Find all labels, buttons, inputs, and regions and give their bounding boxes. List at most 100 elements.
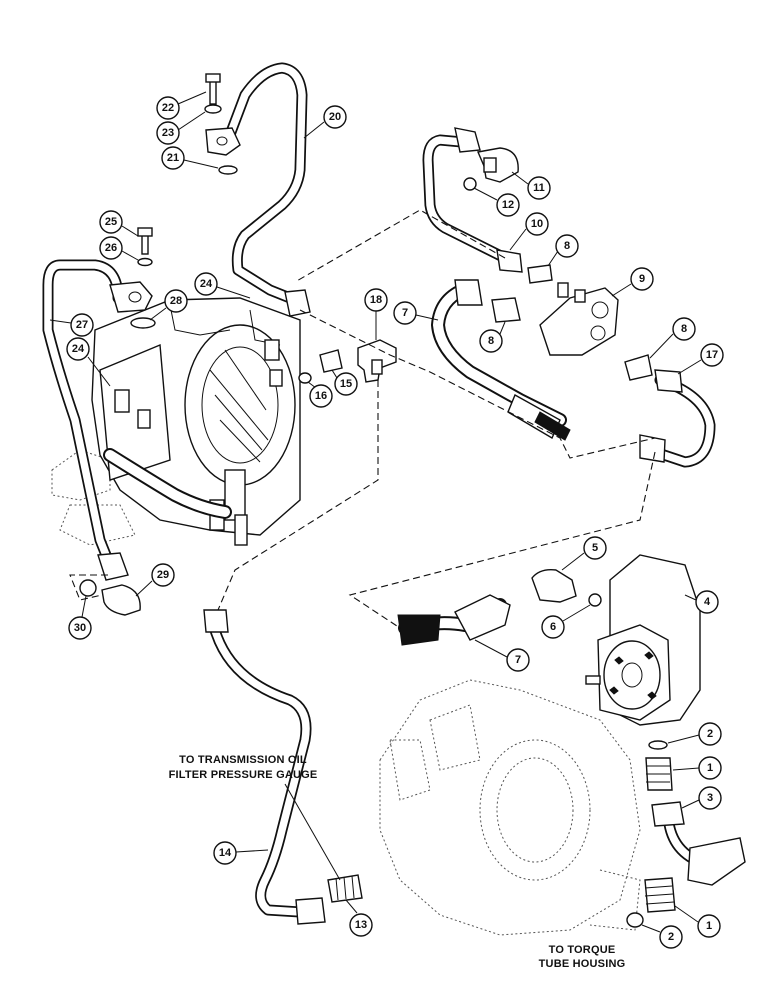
callout-21: 21 bbox=[161, 146, 219, 170]
fitting-8-a bbox=[527, 264, 553, 284]
svg-text:9: 9 bbox=[639, 273, 645, 285]
callout-26: 26 bbox=[99, 236, 139, 261]
callout-23: 23 bbox=[156, 111, 206, 145]
svg-text:5: 5 bbox=[592, 542, 598, 554]
tube-27 bbox=[42, 259, 153, 581]
elbow-5 bbox=[531, 568, 602, 607]
svg-text:FILTER PRESSURE GAUGE: FILTER PRESSURE GAUGE bbox=[169, 769, 318, 781]
transmission-housing-ghost bbox=[379, 679, 641, 936]
bolt-22-assembly bbox=[204, 73, 238, 175]
note-torque-tube: TO TORQUE TUBE HOUSING bbox=[539, 944, 626, 970]
callout-11: 11 bbox=[511, 171, 551, 200]
callout-2-upper: 2 bbox=[667, 722, 722, 746]
callout-24-left: 24 bbox=[66, 337, 111, 387]
svg-text:24: 24 bbox=[72, 343, 85, 355]
valve-hose bbox=[103, 448, 232, 519]
svg-text:18: 18 bbox=[370, 294, 382, 306]
callout-8-right: 8 bbox=[649, 317, 696, 359]
callout-6: 6 bbox=[541, 604, 591, 639]
tee-fitting-18 bbox=[357, 339, 397, 383]
svg-text:24: 24 bbox=[200, 278, 213, 290]
valve-9 bbox=[539, 282, 619, 356]
callout-5: 5 bbox=[561, 536, 607, 571]
note-transmission-gauge: TO TRANSMISSION OIL FILTER PRESSURE GAUG… bbox=[169, 754, 341, 881]
tube-10 bbox=[422, 127, 523, 273]
callout-8-mid: 8 bbox=[479, 321, 506, 353]
callout-3: 3 bbox=[681, 786, 722, 810]
tube-20 bbox=[205, 62, 311, 317]
svg-text:2: 2 bbox=[707, 728, 713, 740]
svg-text:22: 22 bbox=[162, 102, 174, 114]
callout-1-upper: 1 bbox=[672, 756, 722, 780]
callout-24-top: 24 bbox=[194, 272, 251, 299]
fitting-1-upper bbox=[645, 740, 673, 791]
svg-text:TO TRANSMISSION OIL: TO TRANSMISSION OIL bbox=[179, 754, 307, 766]
svg-text:1: 1 bbox=[706, 920, 712, 932]
callout-8-top: 8 bbox=[547, 234, 579, 267]
callout-12: 12 bbox=[473, 187, 520, 217]
fitting-13 bbox=[327, 874, 363, 903]
pump-drive-housing-ghost bbox=[51, 449, 136, 546]
svg-text:30: 30 bbox=[74, 622, 86, 634]
bolt-25-assembly bbox=[130, 227, 156, 329]
callout-15: 15 bbox=[331, 369, 358, 396]
hose-7-upper bbox=[431, 279, 571, 441]
callout-28: 28 bbox=[149, 289, 188, 321]
callout-18: 18 bbox=[364, 288, 388, 340]
plug-15-16 bbox=[298, 349, 343, 384]
callout-4: 4 bbox=[684, 590, 719, 614]
callout-9: 9 bbox=[611, 267, 654, 297]
callout-27: 27 bbox=[49, 313, 94, 337]
dashed-connection-lines bbox=[69, 209, 656, 629]
hose-17 bbox=[639, 369, 716, 468]
svg-text:2: 2 bbox=[668, 931, 674, 943]
svg-text:8: 8 bbox=[488, 335, 494, 347]
svg-text:28: 28 bbox=[170, 295, 182, 307]
tube-14 bbox=[203, 609, 326, 925]
svg-text:26: 26 bbox=[105, 242, 117, 254]
fitting-8-b bbox=[491, 297, 521, 323]
callout-10: 10 bbox=[509, 212, 549, 251]
svg-text:15: 15 bbox=[340, 378, 352, 390]
svg-text:TO TORQUE: TO TORQUE bbox=[549, 944, 616, 956]
callout-1-lower: 1 bbox=[674, 905, 721, 938]
svg-text:8: 8 bbox=[564, 240, 570, 252]
svg-text:11: 11 bbox=[533, 182, 545, 194]
callout-2-lower: 2 bbox=[641, 924, 683, 949]
svg-text:25: 25 bbox=[105, 216, 117, 228]
svg-text:1: 1 bbox=[707, 762, 713, 774]
fitting-1-lower bbox=[626, 877, 676, 928]
hose-7-lower bbox=[397, 594, 511, 646]
svg-text:10: 10 bbox=[531, 218, 543, 230]
svg-text:3: 3 bbox=[707, 792, 713, 804]
svg-text:13: 13 bbox=[355, 919, 367, 931]
svg-text:TUBE HOUSING: TUBE HOUSING bbox=[539, 958, 626, 970]
callout-14: 14 bbox=[213, 841, 269, 865]
elbow-11 bbox=[463, 147, 519, 191]
svg-text:16: 16 bbox=[315, 390, 327, 402]
callout-20: 20 bbox=[303, 105, 347, 139]
pump-4 bbox=[585, 554, 701, 726]
callouts: 22 23 21 20 25 26 bbox=[49, 91, 724, 949]
callout-22: 22 bbox=[156, 91, 207, 120]
callout-13: 13 bbox=[345, 899, 373, 937]
elbow-3 bbox=[651, 801, 746, 886]
svg-text:17: 17 bbox=[706, 349, 718, 361]
svg-text:8: 8 bbox=[681, 323, 687, 335]
fitting-8-c bbox=[624, 354, 653, 381]
callout-29: 29 bbox=[135, 563, 175, 597]
svg-text:21: 21 bbox=[167, 152, 179, 164]
svg-text:4: 4 bbox=[704, 596, 711, 608]
callout-7-top: 7 bbox=[393, 301, 439, 325]
svg-text:7: 7 bbox=[515, 654, 521, 666]
svg-text:27: 27 bbox=[76, 319, 88, 331]
svg-text:23: 23 bbox=[162, 127, 174, 139]
svg-text:12: 12 bbox=[502, 199, 514, 211]
callout-30: 30 bbox=[68, 595, 92, 640]
svg-text:7: 7 bbox=[402, 307, 408, 319]
callout-25: 25 bbox=[99, 210, 139, 237]
callout-16: 16 bbox=[307, 381, 333, 408]
callout-17: 17 bbox=[677, 343, 724, 375]
svg-text:6: 6 bbox=[550, 621, 556, 633]
